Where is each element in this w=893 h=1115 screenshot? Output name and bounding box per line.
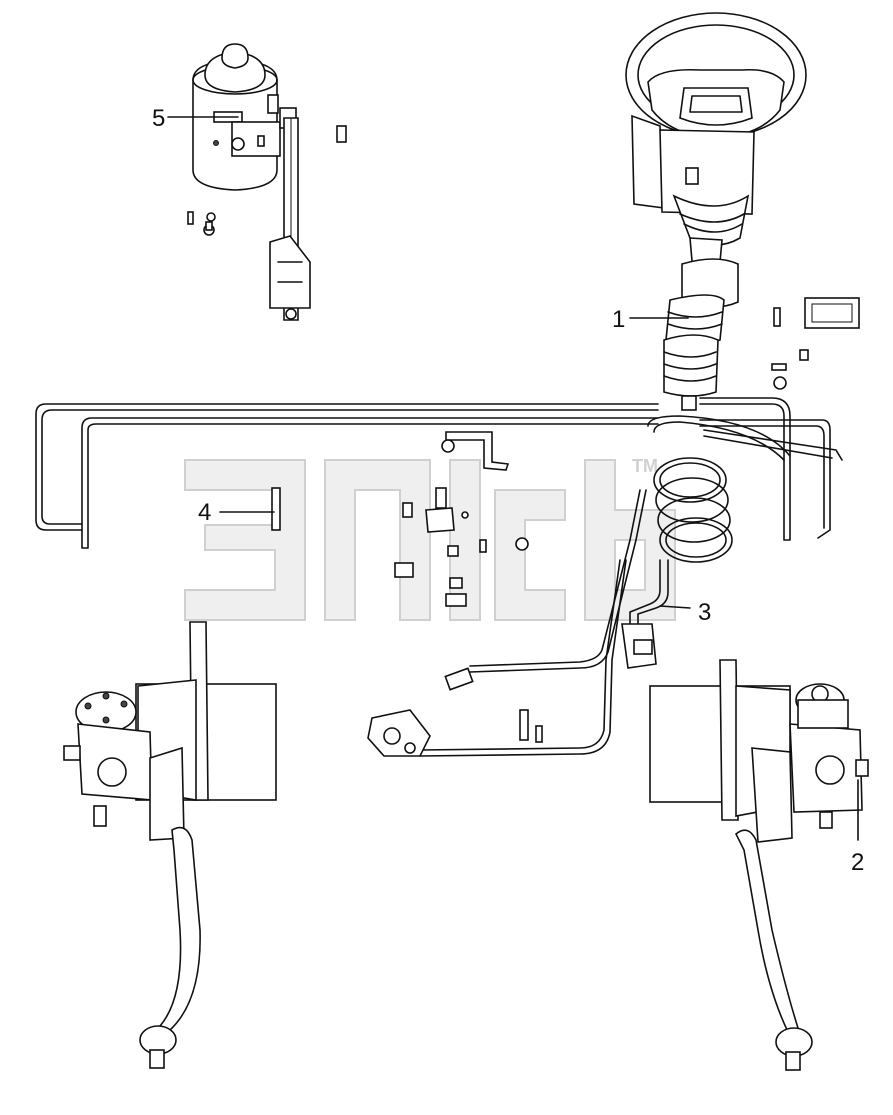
hydraulic-lines [35, 397, 843, 549]
callout-4: 4 [198, 499, 211, 526]
trademark-label: TM [632, 456, 658, 476]
callout-3: 3 [698, 599, 711, 626]
reservoir-assembly: 5 [152, 43, 347, 321]
coiled-hose: 3 [419, 415, 791, 757]
right-steering-gear-assembly: 2 [649, 659, 869, 1071]
watermark: TM [184, 456, 676, 621]
callout-2: 2 [851, 849, 864, 876]
callout-5: 5 [152, 105, 165, 132]
mounting-hardware: 4 [198, 431, 529, 691]
callout-1: 1 [612, 306, 625, 333]
left-steering-gear-assembly [63, 621, 277, 1069]
control-valve [367, 709, 543, 757]
steering-column-assembly: 1 [612, 12, 860, 411]
